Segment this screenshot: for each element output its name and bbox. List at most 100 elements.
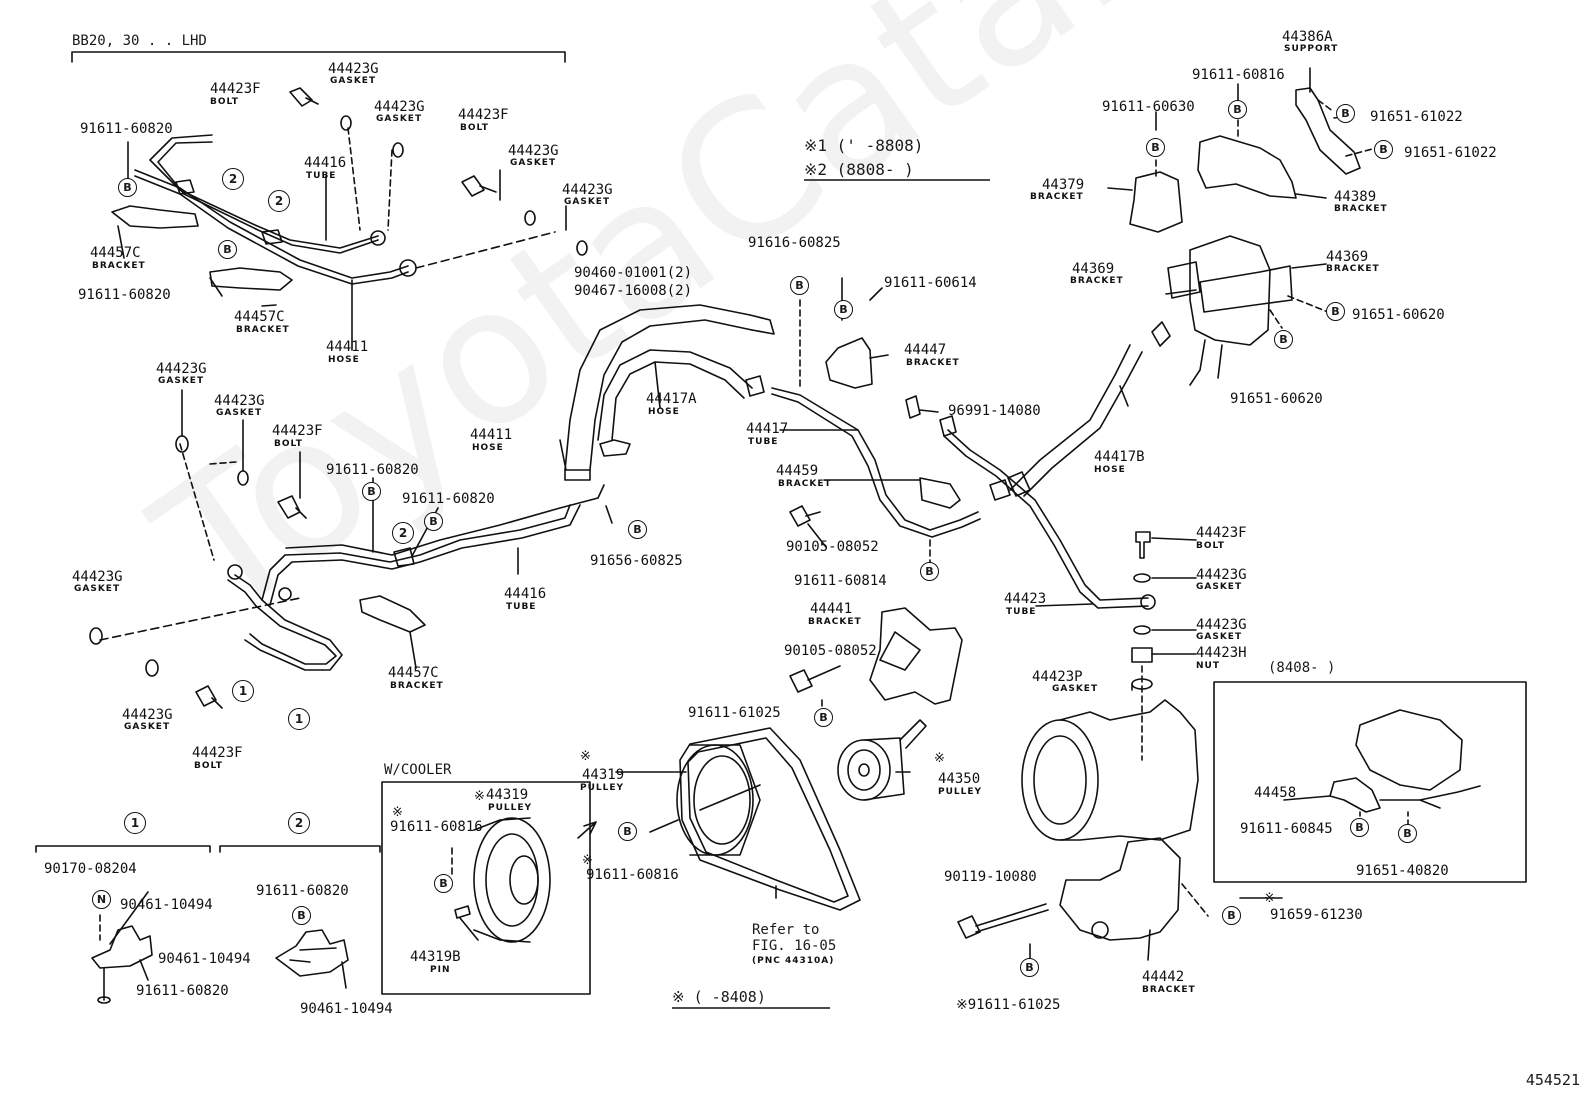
nut-44423h <box>1131 647 1153 663</box>
part-sub-bracket: BRACKET <box>236 325 290 335</box>
part-sub-bracket: BRACKET <box>1030 192 1084 202</box>
part-label-44457c: 44457C <box>234 309 285 325</box>
part-label-44423f: 44423F <box>458 107 509 123</box>
part-label-44441: 44441 <box>810 601 853 617</box>
part-sub-hose: HOSE <box>1094 465 1126 475</box>
part-label-91611-60614: 91611-60614 <box>884 275 977 291</box>
part-label-44417a: 44417A <box>646 391 697 407</box>
part-label-91611-60820: 91611-60820 <box>78 287 171 303</box>
part-label-91611-60820: 91611-60820 <box>402 491 495 507</box>
part-label-91611-60630: 91611-60630 <box>1102 99 1195 115</box>
belt-inner <box>687 737 849 903</box>
compressor-body <box>1059 699 1199 841</box>
dashed-to-gasket <box>415 231 556 269</box>
fitting-center-top <box>745 375 765 397</box>
part-sub-bracket: BRACKET <box>808 617 862 627</box>
part-label-91611-60814: 91611-60814 <box>794 573 887 589</box>
part-label-44423f: 44423F <box>272 423 323 439</box>
callout-b: B <box>1146 138 1165 157</box>
bolt-top <box>289 87 319 107</box>
callout-1: 1 <box>232 680 254 702</box>
bracket-44441 <box>869 607 963 705</box>
inset-compressor <box>1355 709 1463 791</box>
part-label-44416: 44416 <box>304 155 347 171</box>
part-sub-gasket: GASKET <box>1196 582 1243 592</box>
bolt-90105-a <box>789 505 821 527</box>
part-label-91659-61230: 91659-61230 <box>1270 907 1363 923</box>
part-label-90170-08204: 90170-08204 <box>44 861 137 877</box>
cooler-box <box>381 781 591 995</box>
part-sub-pulley: PULLEY <box>488 803 533 813</box>
part-label-44417b: 44417B <box>1094 449 1145 465</box>
part-label-91611-60820: 91611-60820 <box>326 462 419 478</box>
part-label-91651-40820: 91651-40820 <box>1356 863 1449 879</box>
part-sub-tube: TUBE <box>506 602 537 612</box>
hose-44417b-2 <box>1023 351 1143 497</box>
hose-44417b <box>1009 344 1131 491</box>
dash-61230 <box>1181 883 1209 917</box>
part-sub-gasket: GASKET <box>74 584 121 594</box>
tube-44417-2 <box>771 393 981 538</box>
part-label-44423g: 44423G <box>72 569 123 585</box>
part-sub-gasket: GASKET <box>376 114 423 124</box>
part-label-91616-60825: 91616-60825 <box>748 235 841 251</box>
part-sub-tube: TUBE <box>306 171 337 181</box>
part-sub-gasket: GASKET <box>1196 632 1243 642</box>
part-label-44423f: 44423F <box>1196 525 1247 541</box>
bolt-44423f-right <box>1135 531 1151 559</box>
part-sub-pin: PIN <box>430 965 451 975</box>
callout-b: B <box>1228 100 1247 119</box>
part-label-44423g: 44423G <box>328 61 379 77</box>
part-sub-pulley: PULLEY <box>938 787 983 797</box>
callout-b: B <box>1398 824 1417 843</box>
tube-44417 <box>771 387 979 531</box>
part-label-44423g: 44423G <box>214 393 265 409</box>
bracket-44447 <box>825 337 873 389</box>
tube-44416-mid-2 <box>227 579 337 665</box>
star-mark: ※ <box>392 805 403 820</box>
callout-b: B <box>628 520 647 539</box>
part-sub-gasket: GASKET <box>1052 684 1099 694</box>
refer-line-2: FIG. 16-05 <box>752 938 837 954</box>
part-sub-tube: TUBE <box>1006 607 1037 617</box>
part-label-44442: 44442 <box>1142 969 1185 985</box>
inset-box <box>1213 681 1527 883</box>
part-sub-support: SUPPORT <box>1284 44 1339 54</box>
part-label-91611-60816: 91611-60816 <box>1192 67 1285 83</box>
dash-gasket-low <box>99 597 301 641</box>
diagram-id: 454521 <box>1525 1071 1580 1089</box>
part-label-44379: 44379 <box>1042 177 1085 193</box>
callout-1: 1 <box>288 708 310 730</box>
part-label-44423g: 44423G <box>122 707 173 723</box>
refer-line-3: (PNC 44310A) <box>752 956 835 966</box>
bracket-44459 <box>919 477 961 509</box>
callout-b: B <box>1350 818 1369 837</box>
clamp-detail-2 <box>275 929 349 977</box>
part-sub-bolt: BOLT <box>460 123 489 133</box>
star-mark: ※ <box>1264 891 1275 906</box>
part-sub-bolt: BOLT <box>1196 541 1225 551</box>
idler-pulley-44350 <box>837 739 891 801</box>
part-label-91651-60620: 91651-60620 <box>1352 307 1445 323</box>
tube-main-mid <box>261 504 571 601</box>
part-label-44457c: 44457C <box>388 665 439 681</box>
part-sub-gasket: GASKET <box>158 376 205 386</box>
callout-b: B <box>362 482 381 501</box>
part-label-44423g: 44423G <box>508 143 559 159</box>
callout-b: B <box>1336 104 1355 123</box>
part-label-44319b: 44319B <box>410 949 461 965</box>
tube-44423-2 <box>943 435 1149 609</box>
callout-b: B <box>1020 958 1039 977</box>
dash-60620-b <box>1269 309 1283 329</box>
callout-b: B <box>790 276 809 295</box>
fitting-a <box>370 230 386 246</box>
bracket-44389 <box>1197 135 1297 199</box>
callout-b: B <box>424 512 443 531</box>
part-label-44423g: 44423G <box>374 99 425 115</box>
hose-44417a <box>597 349 753 441</box>
callout-2: 2 <box>222 168 244 190</box>
callout-b: B <box>292 906 311 925</box>
part-label-90105-08052: 90105-08052 <box>784 643 877 659</box>
dash-61022-a <box>1317 99 1335 113</box>
pulley-44319 <box>676 744 754 856</box>
